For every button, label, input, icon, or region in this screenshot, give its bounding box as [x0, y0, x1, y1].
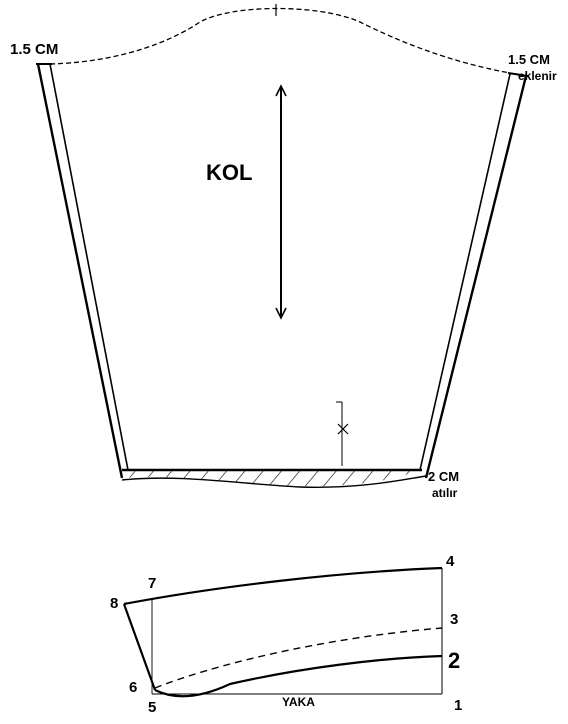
hem-curve	[121, 475, 427, 488]
collar-pattern: YAKA 1 2 3 4 5 6 7 8	[110, 553, 462, 716]
right-top-label: 1.5 CM	[508, 52, 550, 67]
sleeve-right-outer-edge	[424, 75, 528, 479]
sleeve-right-top-cap	[507, 72, 529, 77]
point-label-8: 8	[110, 595, 118, 612]
collar-outer-edge	[123, 566, 443, 606]
collar-side-edge	[122, 603, 157, 691]
hem-note: atılır	[432, 486, 458, 500]
collar-dashed-curve	[154, 627, 443, 689]
left-top-label: 1.5 CM	[10, 41, 58, 58]
sleeve-title: KOL	[206, 160, 252, 185]
point-label-1: 1	[454, 697, 462, 714]
collar-neck-edge	[154, 654, 443, 698]
sleeve-pattern: KOL 1.5 CM 1.5 CM eklenir 2 CM atılır	[10, 4, 557, 500]
sleeve-left-inner-edge	[49, 63, 129, 471]
grain-line-arrow	[275, 84, 287, 320]
hem-label: 2 CM	[428, 469, 459, 484]
point-label-2: 2	[448, 648, 460, 673]
hem-hatched-area	[124, 470, 420, 487]
point-label-4: 4	[446, 553, 455, 570]
sleeve-right-inner-edge	[419, 73, 511, 471]
point-label-3: 3	[450, 611, 458, 628]
right-top-note: eklenir	[518, 69, 557, 83]
point-label-6: 6	[129, 679, 137, 696]
collar-neck-label: YAKA	[282, 695, 315, 709]
point-label-7: 7	[148, 575, 156, 592]
sleeve-left-outer-edge	[36, 63, 124, 479]
notch-marker	[336, 401, 349, 466]
sleeve-cap-curve	[49, 7, 511, 74]
point-label-5: 5	[148, 699, 156, 716]
